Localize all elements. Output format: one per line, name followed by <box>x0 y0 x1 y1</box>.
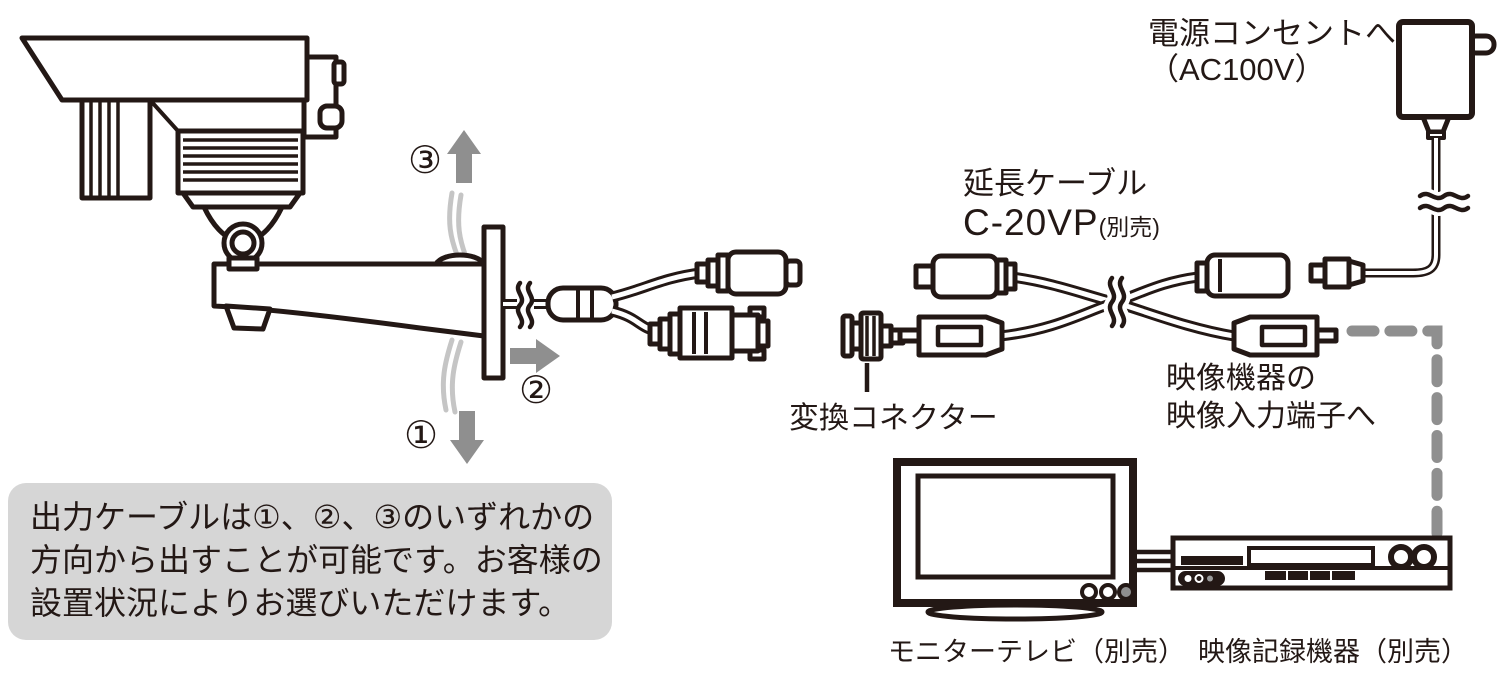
tv-recorder-cables <box>1133 549 1177 573</box>
extension-cable-model: C-20VP <box>963 201 1099 243</box>
marker-3: ③ <box>408 140 443 182</box>
ferrite-bead <box>545 285 619 323</box>
wall-plate <box>481 224 506 381</box>
ext-left-rca-plug <box>916 314 1005 358</box>
ac-cable-break-squiggle <box>1417 191 1471 201</box>
camera-illustration <box>19 35 506 381</box>
camera-front-stripes <box>89 100 120 197</box>
power-outlet-line1: 電源コンセントへ <box>1148 16 1396 51</box>
video-recorder <box>1170 535 1453 591</box>
ext-right-dc-jack <box>1204 252 1291 299</box>
signal-path-dashed-line <box>1346 325 1443 540</box>
ext-left-rca-tip <box>897 327 922 344</box>
recorder-disc-tray <box>1247 546 1375 567</box>
conversion-connector <box>840 310 906 392</box>
camera-ball-neck <box>226 255 260 272</box>
camera-body-slant <box>148 98 180 133</box>
tv-screen <box>915 473 1116 580</box>
ac-dc-plug-body <box>1322 256 1352 290</box>
conversion-connector-label: 変換コネクター <box>789 402 998 435</box>
direction-arrows <box>447 130 560 464</box>
extension-cable-name: 延長ケーブル <box>963 166 1148 201</box>
marker-2: ② <box>519 370 554 412</box>
extension-cable-note: (別売) <box>1098 213 1160 240</box>
note-line-3: 設置状況によりお選びいただけます。 <box>30 585 571 622</box>
recorder-vent-bar <box>1181 556 1243 565</box>
camera-cable <box>503 267 701 338</box>
camera-front <box>79 96 153 201</box>
tv-stand-base <box>925 602 1105 622</box>
camera-sun-shield <box>19 35 310 103</box>
note-line-1: 出力ケーブルは①、②、③のいずれかの <box>30 499 595 535</box>
camera-arm-bump <box>433 252 487 267</box>
recorder-knob <box>1411 544 1437 570</box>
extension-break-squiggle <box>1107 275 1117 329</box>
camera-body-lower <box>180 190 303 210</box>
ext-right-rca-tip <box>1314 327 1339 344</box>
ext-left-dc-plug-tip <box>913 263 936 290</box>
note-line-2: 方向から出すことが可能です。お客様の <box>30 542 603 579</box>
arrow-down-icon <box>450 411 484 464</box>
ac-dc-plug-tip <box>1308 262 1328 284</box>
marker-1: ① <box>404 415 439 457</box>
arrow-right-icon <box>510 339 560 373</box>
arrow-up-icon <box>447 130 481 183</box>
tv-button <box>1117 583 1135 601</box>
power-connector <box>694 249 803 297</box>
ac-adapter-body <box>1396 19 1475 120</box>
extension-cable-label: 延長ケーブル C-20VP(別売) <box>963 166 1160 245</box>
video-input-label: 映像機器の 映像入力端子へ <box>1166 360 1376 435</box>
camera-rear-tab <box>331 59 347 87</box>
power-outlet-label: 電源コンセントへ （AC100V） <box>1148 16 1396 88</box>
camera-body-fins <box>183 138 298 182</box>
video-recorder-label: 映像記録機器（別売） <box>1198 637 1468 667</box>
recorder-knob <box>1388 544 1414 570</box>
routing-curve-down <box>440 337 455 413</box>
camera-knob <box>317 103 345 131</box>
ac-adapter <box>1308 19 1497 290</box>
note-box: 出力ケーブルは①、②、③のいずれかの 方向から出すことが可能です。お客様の 設置… <box>8 483 612 640</box>
video-input-line2: 映像入力端子へ <box>1166 399 1376 433</box>
bnc-connector <box>647 305 771 362</box>
ext-left-dc-plug <box>930 253 1000 300</box>
extension-cable <box>999 271 1235 342</box>
monitor-tv-label: モニターテレビ（別売） <box>888 637 1185 667</box>
tv-button <box>1080 583 1098 601</box>
camera-arm-foot <box>223 303 273 332</box>
power-outlet-line2: （AC100V） <box>1148 51 1326 87</box>
tv-button <box>1099 583 1117 601</box>
monitor-tv <box>893 458 1137 622</box>
extension-cable-connectors <box>897 252 1339 358</box>
video-input-line1: 映像機器の <box>1166 362 1316 395</box>
cable-break-squiggle <box>515 280 525 330</box>
